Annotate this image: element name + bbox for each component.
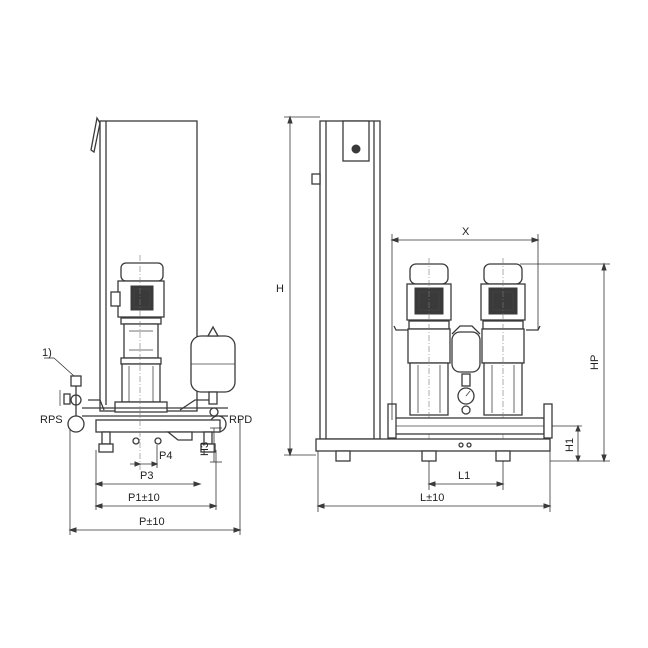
label-p4: P4 [159, 450, 172, 462]
dim-x-arrows [390, 237, 540, 243]
side-base-frame [95, 419, 221, 433]
side-tank-connector [208, 391, 218, 405]
front-foot-2 [421, 450, 437, 462]
dim-p-arrows [68, 527, 242, 533]
side-discharge-pipe [179, 399, 212, 411]
front-tank [451, 331, 481, 373]
front-foot-3 [495, 450, 511, 462]
label-p3: P3 [140, 470, 153, 482]
label-note: 1) [42, 347, 52, 359]
side-motor-top [120, 262, 164, 282]
side-pump-body [121, 363, 161, 403]
front-pressure-switch [461, 373, 471, 387]
front-manometer-needle [465, 390, 471, 397]
side-view [44, 116, 242, 535]
front-main-switch [351, 144, 361, 154]
label-hp: HP [589, 355, 601, 370]
side-bolt [132, 437, 140, 445]
front-tank-top [451, 325, 481, 335]
front-valve [461, 405, 471, 415]
label-x: X [462, 226, 470, 238]
label-l: L±10 [420, 492, 444, 504]
side-foot-left [101, 431, 111, 445]
front-main-switch-panel [342, 120, 370, 162]
dim-l1-arrows [427, 481, 505, 487]
side-base-bracket [166, 431, 193, 441]
front-view [284, 115, 610, 512]
dim-hp-arrows [601, 262, 607, 463]
side-pressure-switch [70, 375, 82, 387]
side-tank-valve [206, 325, 220, 337]
dim-p1-arrows [94, 503, 218, 509]
side-discharge-valve [209, 407, 219, 417]
side-bolt-2 [154, 437, 162, 445]
label-h: H [276, 283, 284, 295]
front-base-frame [315, 438, 551, 452]
front-bolt-2 [466, 442, 472, 448]
front-cabinet [319, 120, 381, 440]
dim-h1-arrows [575, 424, 581, 463]
side-flange-2 [120, 357, 162, 365]
dim-l-arrows [316, 503, 552, 509]
side-lantern [123, 323, 159, 359]
dim-p4-arrows [134, 461, 159, 467]
front-bolt [458, 442, 464, 448]
label-p1: P1±10 [128, 492, 160, 504]
side-foot-pad-left [98, 443, 114, 453]
label-h3: H3 [199, 442, 211, 456]
side-suction-ball [67, 415, 85, 433]
front-cable-gland [311, 173, 321, 185]
note-leader [53, 357, 75, 377]
side-pump-foot [114, 401, 168, 413]
dim-h-arrows [287, 115, 293, 457]
front-pump-2 [480, 258, 541, 462]
side-cabinet-flap [90, 116, 101, 154]
pump1-handle [393, 325, 408, 331]
dim-p3-arrows [94, 481, 202, 487]
side-flange [120, 317, 162, 325]
label-l1: L1 [458, 470, 470, 482]
side-terminal-box [110, 291, 121, 307]
label-rps: RPS [40, 414, 63, 426]
side-suction-pipe [88, 399, 105, 411]
label-rpd: RPD [229, 414, 252, 426]
front-manifold-end-right [543, 403, 553, 439]
side-valve-cap [63, 393, 71, 405]
label-p: P±10 [139, 516, 165, 528]
front-foot-1 [335, 450, 351, 462]
front-pump-1 [393, 258, 452, 462]
side-motor-fan-grill [133, 288, 151, 308]
side-motor-fan [130, 285, 154, 311]
label-h1: H1 [564, 438, 576, 452]
side-foot-pad-right [200, 443, 216, 453]
